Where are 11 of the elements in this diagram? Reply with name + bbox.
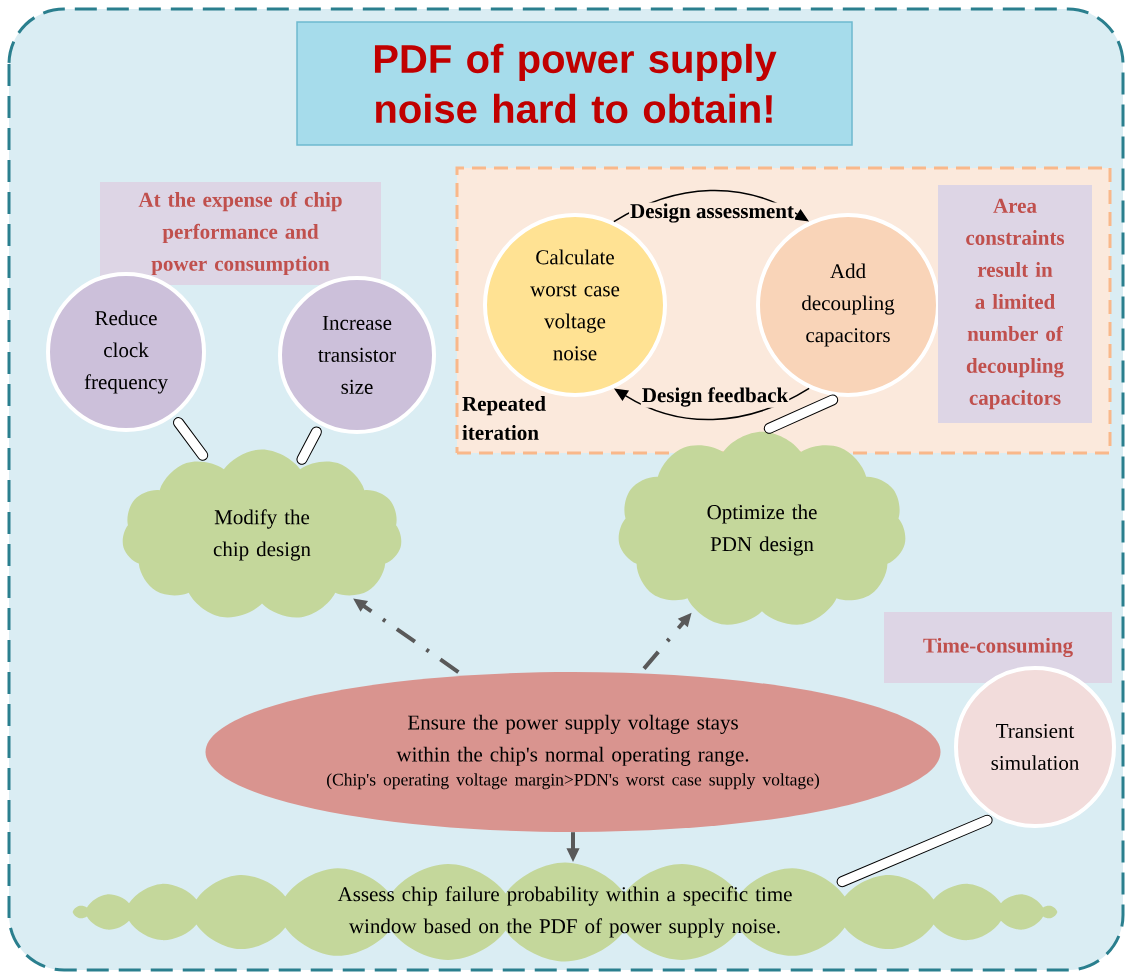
bubble-tail: [296, 426, 322, 465]
bubble-tail: [763, 394, 839, 434]
title-box: PDF of power supply noise hard to obtain!: [296, 21, 853, 146]
note-box: At the expense of chip performance and power consumption: [100, 182, 381, 285]
side-label: Repeated iteration: [462, 396, 546, 440]
edge-label: Design feedback: [640, 386, 790, 408]
note-box: Area constraints result in a limited number of decoupling capacitors: [938, 185, 1092, 423]
bubble-tail: [836, 814, 993, 888]
bubble-tail: [173, 417, 209, 461]
edge-label: Design assessment: [629, 202, 795, 224]
note-box: Time-consuming: [884, 612, 1112, 683]
